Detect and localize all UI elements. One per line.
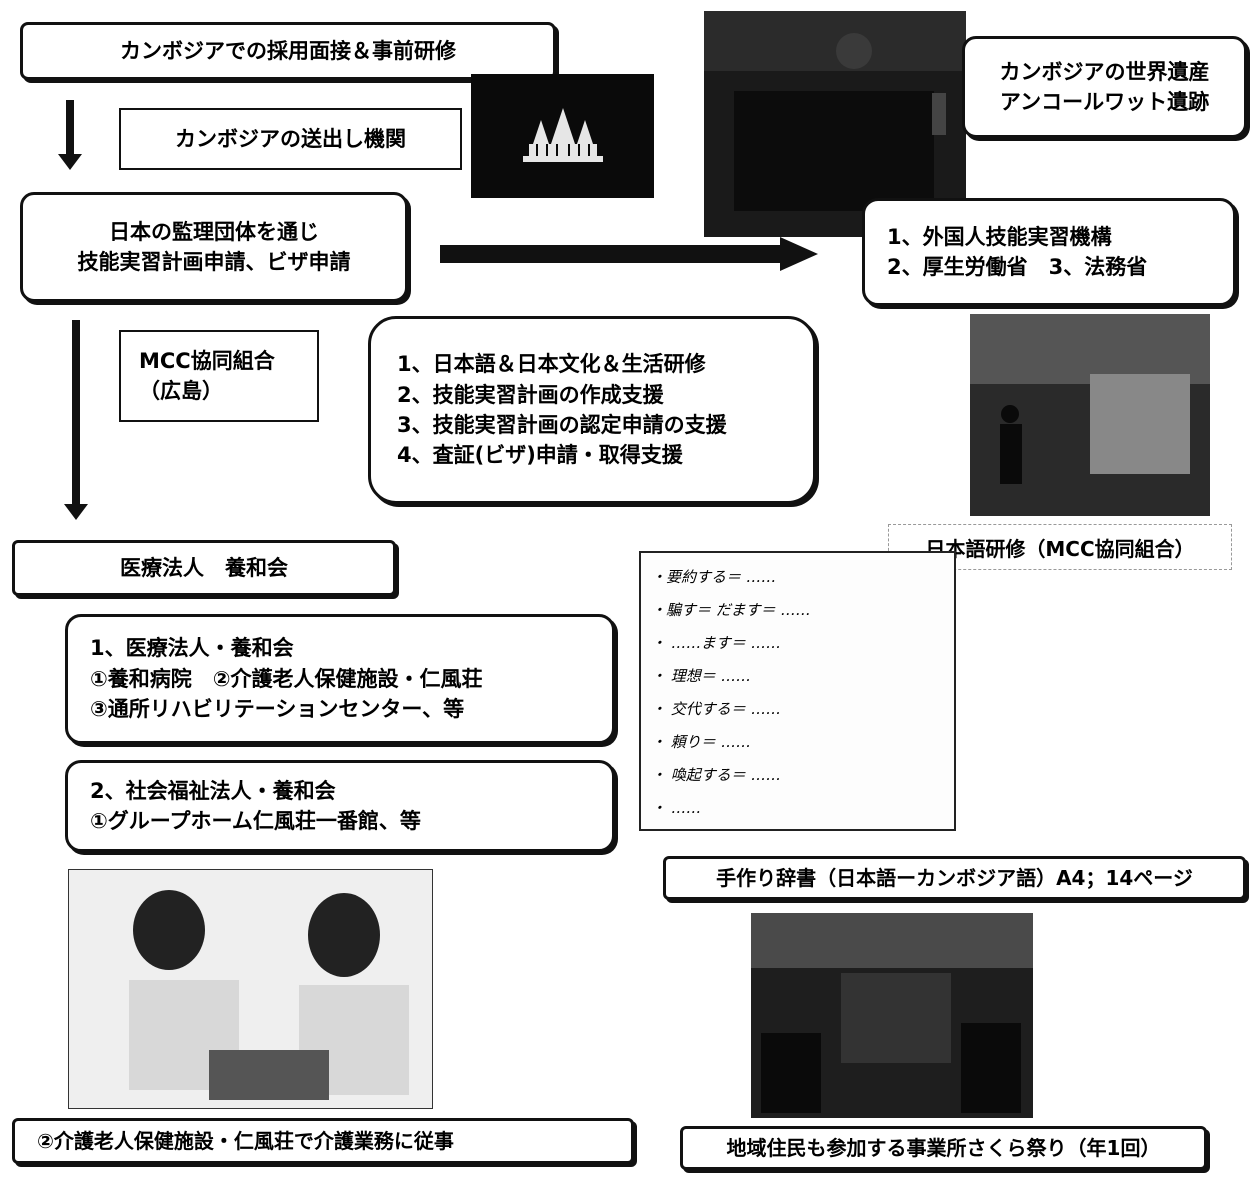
angkor-wat-photo [704, 11, 966, 237]
step-application-line1: 日本の監理団体を通じ [109, 219, 319, 244]
japanese-training-photo [970, 314, 1210, 516]
cambodia-flag-photo [471, 74, 654, 198]
facilities-welfare-line1: 2、社会福祉法人・養和会 [90, 778, 336, 803]
heritage-caption-box: カンボジアの世界遺産 アンコールワット遺跡 [962, 36, 1247, 138]
facilities-welfare-box: 2、社会福祉法人・養和会 ①グループホーム仁風荘一番館、等 [65, 760, 615, 852]
support-item-2: 2、技能実習計画の作成支援 [397, 382, 664, 407]
step-application-box: 日本の監理団体を通じ 技能実習計画申請、ビザ申請 [20, 192, 408, 302]
facilities-medical-line3: ③通所リハビリテーションセンター、等 [90, 697, 465, 722]
sending-agency-box: カンボジアの送出し機関 [119, 108, 462, 170]
facilities-welfare-line2: ①グループホーム仁風荘一番館、等 [90, 809, 421, 833]
dictionary-note: ・ ……ます＝ …… [651, 634, 781, 652]
dictionary-caption-box: 手作り辞書（日本語ーカンボジア語）A4；14ページ [663, 856, 1246, 900]
step-application-line2: 技能実習計画申請、ビザ申請 [77, 250, 351, 274]
agencies-line1: 1、外国人技能実習機構 [887, 224, 1112, 249]
facilities-medical-box: 1、医療法人・養和会 ①養和病院 ②介護老人保健施設・仁風荘 ③通所リハビリテー… [65, 614, 615, 744]
festival-caption-text: 地域住民も参加する事業所さくら祭り（年1回） [726, 1135, 1161, 1160]
dictionary-note: ・ 理想＝ …… [651, 667, 751, 685]
care-work-photo [68, 869, 433, 1109]
support-item-3: 3、技能実習計画の認定申請の支援 [397, 413, 727, 437]
japanese-training-caption: 日本語研修（MCC協同組合） [888, 524, 1232, 570]
dictionary-note: ・要約する＝ …… [651, 568, 776, 586]
care-work-caption-text: ②介護老人保健施設・仁風荘で介護業務に従事 [37, 1128, 454, 1153]
dictionary-note: ・ 交代する＝ …… [651, 700, 781, 718]
dictionary-note: ・ 頼り＝ …… [651, 733, 751, 751]
facilities-medical-line1: 1、医療法人・養和会 [90, 636, 294, 661]
handmade-dictionary-photo: ・要約する＝ …… ・騙す＝ だます＝ …… ・ ……ます＝ …… ・ 理想＝ … [639, 551, 956, 831]
agencies-line2: 2、厚生労働省 3、法務省 [887, 255, 1148, 279]
employer-box: 医療法人 養和会 [12, 540, 396, 596]
agencies-box: 1、外国人技能実習機構 2、厚生労働省 3、法務省 [862, 198, 1236, 306]
flow-arrow-right [440, 237, 818, 271]
facilities-medical-line2: ①養和病院 ②介護老人保健施設・仁風荘 [90, 666, 483, 691]
festival-photo [751, 913, 1033, 1118]
japanese-training-caption-text: 日本語研修（MCC協同組合） [925, 536, 1195, 561]
flow-arrow-2 [64, 320, 88, 520]
flow-arrow-1 [58, 100, 82, 170]
step-recruitment-label: カンボジアでの採用面接＆事前研修 [120, 38, 456, 63]
dictionary-note: ・騙す＝ だます＝ …… [651, 601, 811, 619]
mcc-cooperative-box: MCC協同組合 （広島） [119, 330, 319, 422]
support-services-box: 1、日本語＆日本文化＆生活研修 2、技能実習計画の作成支援 3、技能実習計画の認… [368, 316, 816, 504]
mcc-line2: （広島） [139, 379, 223, 403]
heritage-caption-line1: カンボジアの世界遺産 [999, 59, 1210, 84]
sending-agency-label: カンボジアの送出し機関 [175, 126, 406, 151]
angkor-emblem-icon [471, 74, 654, 198]
care-work-caption-box: ②介護老人保健施設・仁風荘で介護業務に従事 [12, 1118, 634, 1164]
heritage-caption-line2: アンコールワット遺跡 [999, 90, 1210, 114]
festival-caption-box: 地域住民も参加する事業所さくら祭り（年1回） [680, 1126, 1207, 1170]
dictionary-caption-text: 手作り辞書（日本語ーカンボジア語）A4；14ページ [716, 865, 1193, 890]
employer-label: 医療法人 養和会 [120, 555, 288, 580]
dictionary-note: ・ …… [651, 799, 701, 817]
dictionary-note: ・ 喚起する＝ …… [651, 766, 781, 784]
mcc-line1: MCC協同組合 [139, 348, 275, 373]
support-item-1: 1、日本語＆日本文化＆生活研修 [397, 352, 706, 377]
step-recruitment-box: カンボジアでの採用面接＆事前研修 [20, 22, 556, 80]
support-item-4: 4、査証(ビザ)申請・取得支援 [397, 443, 683, 468]
